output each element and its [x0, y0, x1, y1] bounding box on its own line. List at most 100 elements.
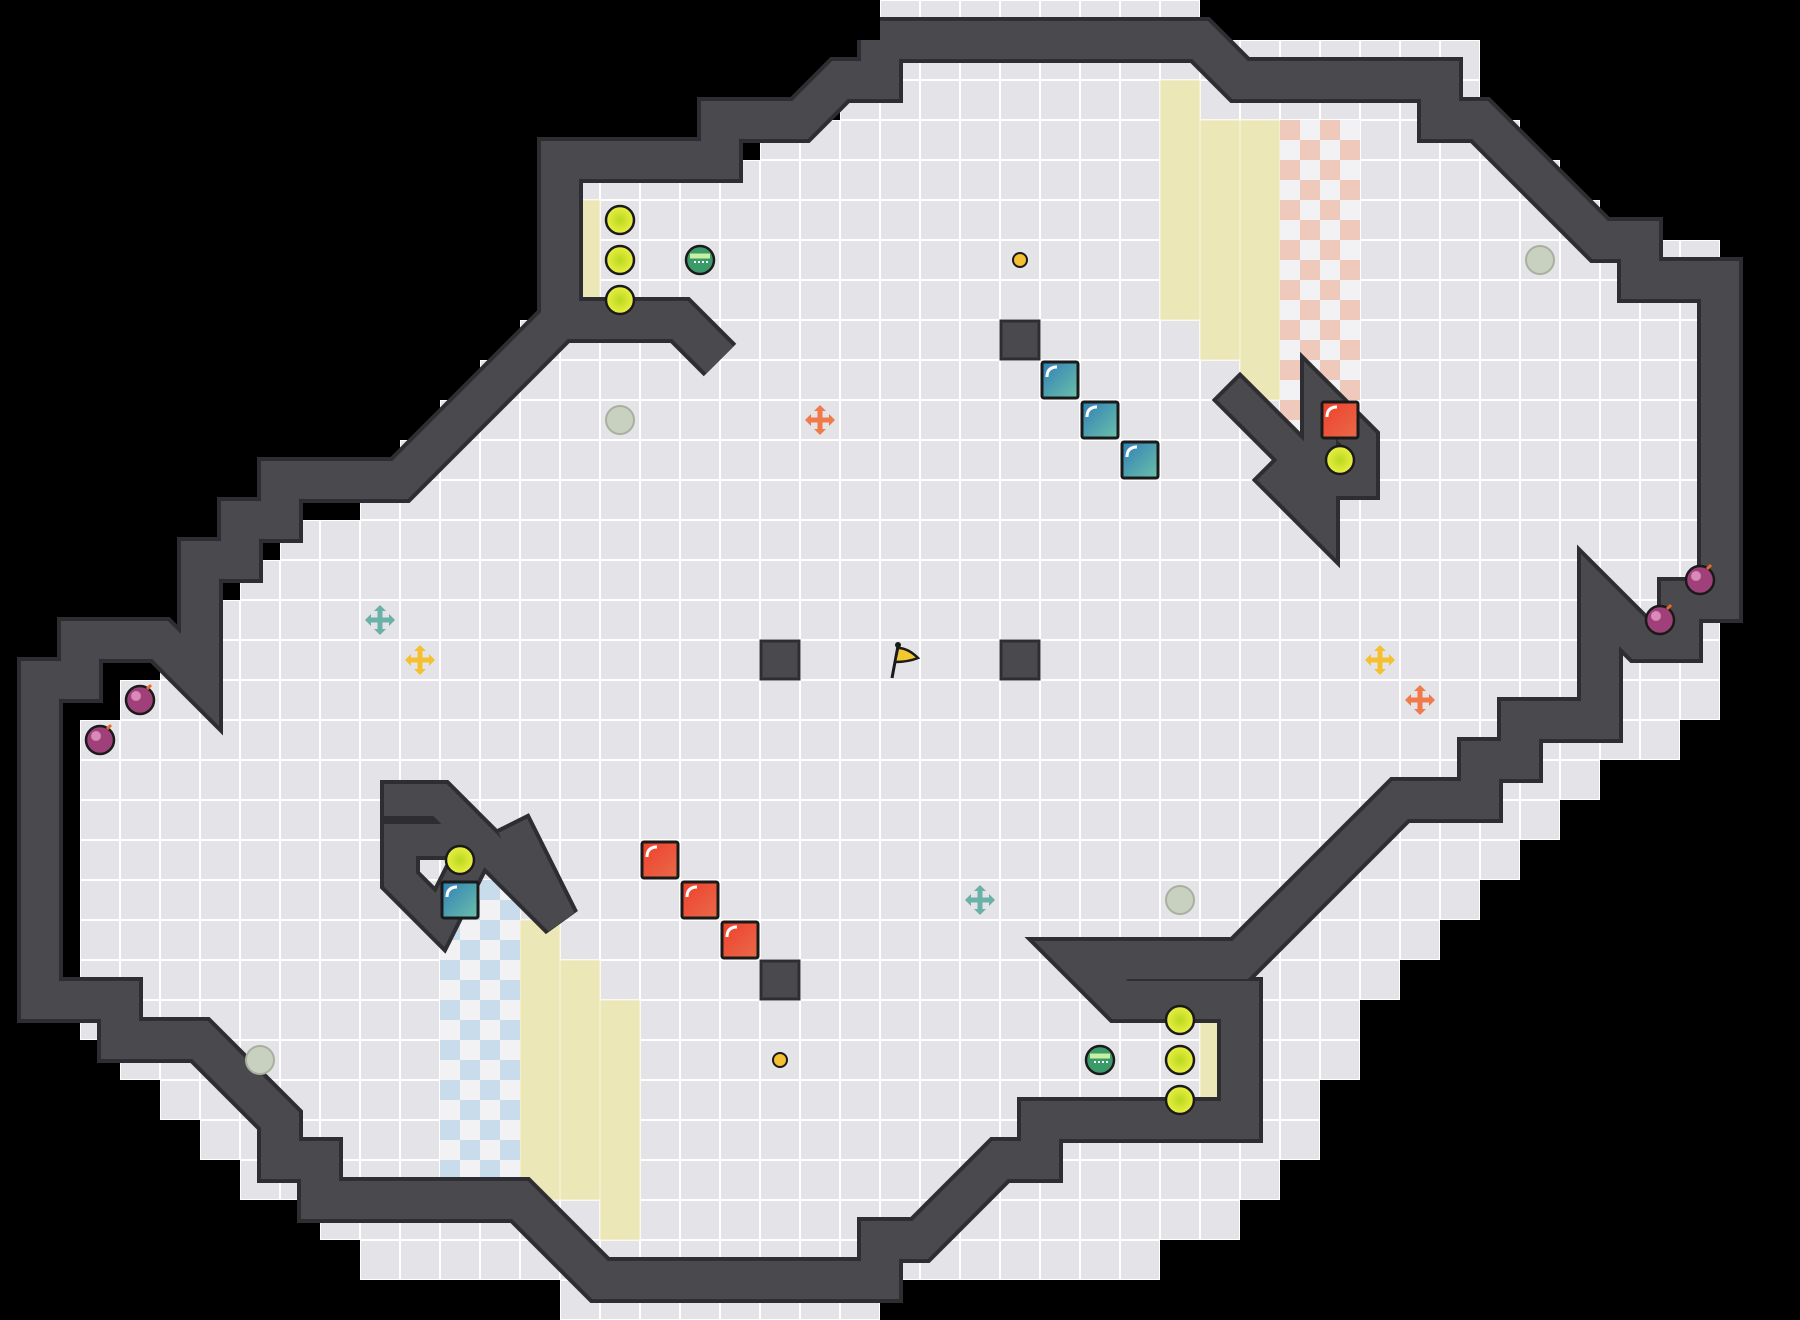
floor-tile	[440, 640, 480, 680]
floor-tile	[920, 320, 960, 360]
floor-tile	[880, 800, 920, 840]
coin	[444, 844, 476, 876]
arrow-head	[805, 414, 811, 426]
floor-tile	[960, 520, 1000, 560]
arrow-cross	[1369, 649, 1391, 671]
floor-tile	[240, 960, 280, 1000]
floor-tile	[320, 960, 360, 1000]
floor-tile	[840, 280, 880, 320]
floor-tile	[360, 520, 400, 560]
blue-checker-cell	[460, 1160, 480, 1180]
floor-tile	[1280, 600, 1320, 640]
floor-tile	[840, 520, 880, 560]
floor-tile	[1160, 600, 1200, 640]
floor-tile	[1000, 360, 1040, 400]
floor-tile	[840, 1040, 880, 1080]
floor-tile	[1280, 560, 1320, 600]
floor-tile	[240, 600, 280, 640]
floor-tile	[760, 440, 800, 480]
floor-tile	[840, 640, 880, 680]
blue-checker-cell	[500, 900, 520, 920]
floor-tile	[1520, 480, 1560, 520]
floor-tile	[1200, 640, 1240, 680]
floor-tile	[680, 200, 720, 240]
floor-tile	[1240, 720, 1280, 760]
floor-tile	[1200, 720, 1240, 760]
floor-tile	[640, 880, 680, 920]
floor-tile	[1240, 800, 1280, 840]
floor-tile	[1000, 400, 1040, 440]
floor-tile	[920, 560, 960, 600]
floor-tile	[640, 520, 680, 560]
floor-tile	[680, 1000, 720, 1040]
floor-tile	[720, 640, 760, 680]
floor-tile	[280, 560, 320, 600]
floor-tile	[1080, 720, 1120, 760]
floor-tile	[1560, 280, 1600, 320]
floor-tile	[920, 960, 960, 1000]
floor-tile	[760, 560, 800, 600]
floor-tile	[1040, 760, 1080, 800]
floor-tile	[1000, 680, 1040, 720]
floor-tile	[1160, 680, 1200, 720]
floor-tile	[320, 840, 360, 880]
floor-tile	[880, 1040, 920, 1080]
red-checker-cell	[1300, 160, 1320, 180]
floor-tile	[960, 80, 1000, 120]
floor-tile	[360, 920, 400, 960]
floor-tile	[760, 1000, 800, 1040]
yellow-zone	[1199, 119, 1241, 361]
blue-checker-cell	[500, 1160, 520, 1180]
floor-tile	[840, 840, 880, 880]
coin	[604, 284, 636, 316]
red-checker-cell	[1300, 140, 1320, 160]
floor-tile	[1600, 400, 1640, 440]
floor-tile	[1240, 760, 1280, 800]
red-checker-cell	[1300, 220, 1320, 240]
floor-tile	[480, 480, 520, 520]
red-checker-cell	[1300, 340, 1320, 360]
blue-checker-cell	[460, 1140, 480, 1160]
floor-tile	[1520, 360, 1560, 400]
floor-tile	[1120, 80, 1160, 120]
blue-checker-cell	[480, 1040, 500, 1060]
floor-tile	[1000, 1200, 1040, 1240]
floor-tile	[1120, 1040, 1160, 1080]
floor-tile	[1440, 560, 1480, 600]
floor-tile	[680, 640, 720, 680]
floor-tile	[920, 1040, 960, 1080]
floor-tile	[1160, 800, 1200, 840]
teal-crate	[1040, 360, 1080, 400]
floor-tile	[720, 280, 760, 320]
floor-tile	[1400, 560, 1440, 600]
blue-checker-cell	[480, 1020, 500, 1040]
floor-tile	[1120, 120, 1160, 160]
floor-tile	[1320, 600, 1360, 640]
floor-tile	[1040, 600, 1080, 640]
floor-tile	[960, 240, 1000, 280]
floor-tile	[880, 560, 920, 600]
floor-tile	[920, 120, 960, 160]
floor-tile	[480, 520, 520, 560]
floor-tile	[760, 1120, 800, 1160]
floor-tile	[1240, 520, 1280, 560]
floor-tile	[800, 320, 840, 360]
floor-tile	[1040, 320, 1080, 360]
floor-tile	[1280, 760, 1320, 800]
floor-tile	[1360, 960, 1400, 1000]
red-checker-cell	[1300, 320, 1320, 340]
floor-tile	[400, 680, 440, 720]
floor-tile	[1240, 640, 1280, 680]
floor-tile	[1040, 160, 1080, 200]
floor-tile	[160, 880, 200, 920]
floor-tile	[440, 520, 480, 560]
floor-tile	[240, 720, 280, 760]
floor-tile	[1280, 960, 1320, 1000]
floor-tile	[400, 720, 440, 760]
floor-tile	[760, 920, 800, 960]
four-way-arrow-icon	[405, 645, 435, 675]
floor-tile	[1000, 800, 1040, 840]
floor-tile	[880, 160, 920, 200]
floor-tile	[640, 960, 680, 1000]
